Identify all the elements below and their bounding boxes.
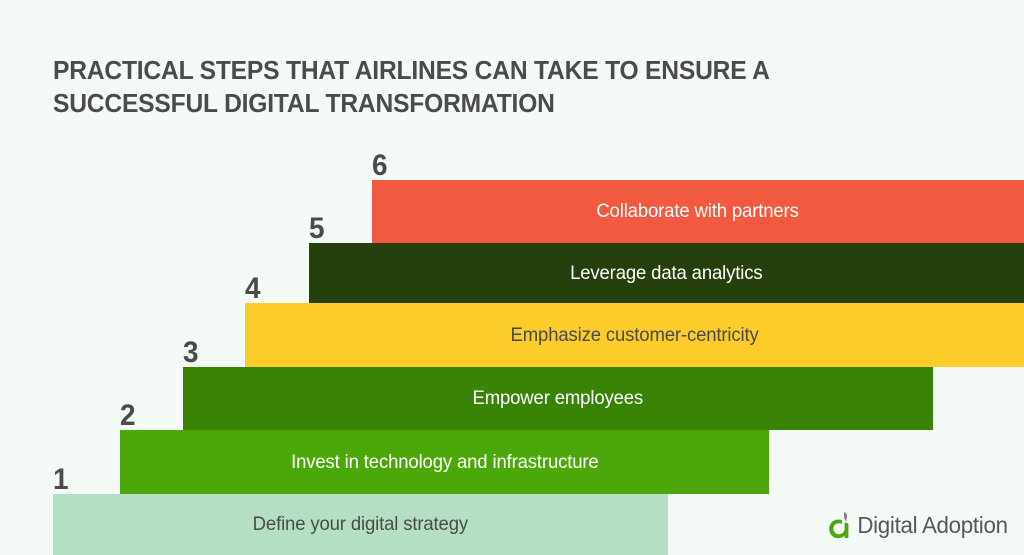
- step-number: 1: [53, 463, 69, 496]
- step-bar: Collaborate with partners: [372, 180, 1024, 243]
- step-number: 6: [372, 149, 388, 182]
- brand-name: Digital Adoption: [857, 511, 1008, 538]
- step-label: Emphasize customer-centricity: [510, 323, 759, 346]
- step-bar: Leverage data analytics: [309, 243, 1024, 303]
- step-number: 2: [120, 399, 136, 432]
- step-bar: Emphasize customer-centricity: [245, 303, 1024, 367]
- step-label: Collaborate with partners: [596, 200, 800, 222]
- step-label: Invest in technology and infrastructure: [290, 450, 599, 473]
- step-label: Leverage data analytics: [570, 261, 763, 284]
- step-bar: Define your digital strategy: [53, 494, 668, 555]
- step-number: 3: [183, 336, 199, 369]
- step-label: Empower employees: [472, 387, 644, 409]
- brand-logo: Digital Adoption: [825, 508, 1010, 542]
- step-bar: Invest in technology and infrastructure: [120, 430, 769, 494]
- step-number: 5: [309, 212, 325, 245]
- page-title: Practical steps that airlines can take t…: [53, 57, 769, 118]
- step-label: Define your digital strategy: [252, 513, 469, 535]
- step-bar: Empower employees: [183, 367, 933, 430]
- digital-adoption-logo-icon: [825, 510, 852, 540]
- step-number: 4: [245, 272, 261, 305]
